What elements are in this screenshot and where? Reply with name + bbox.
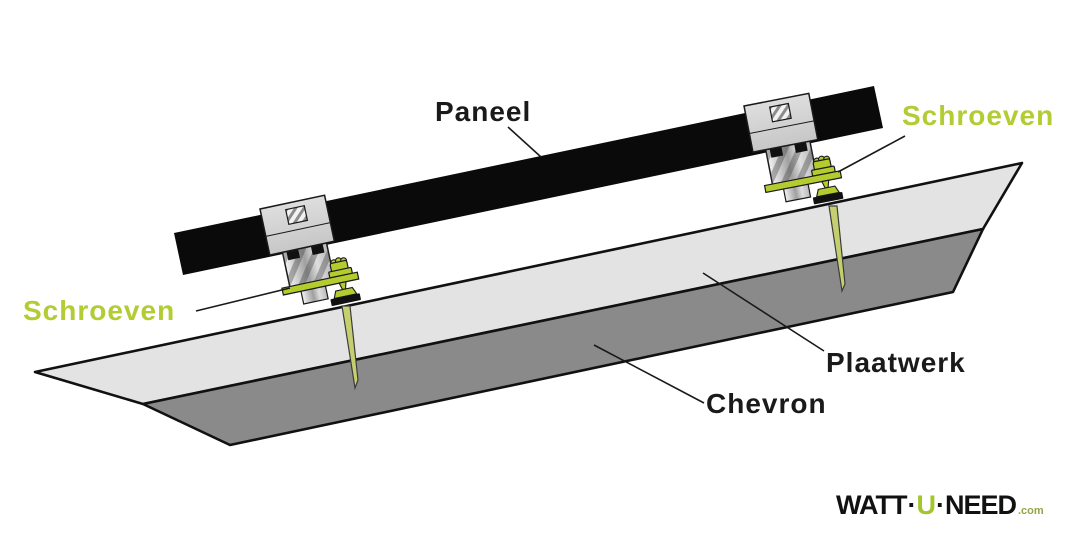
label-chevron: Chevron [706,388,827,419]
leader-line-schroeven-right [837,135,906,173]
screw-shaft-right [828,205,846,294]
leader-line-schroeven-left [195,287,291,312]
logo-separator: · [935,490,945,520]
leader-line-paneel [507,126,542,158]
panel-rail [174,86,883,275]
label-paneel: Paneel [435,96,532,127]
label-schroeven-right: Schroeven [902,100,1055,131]
logo-separator: · [907,490,916,520]
leader-line-plaatwerk [702,272,825,352]
label-schroeven-left: Schroeven [23,295,176,326]
watt-u-need-logo: WATT · U · NEED .com [836,490,1044,521]
logo-u: U [916,490,935,520]
label-plaatwerk: Plaatwerk [826,347,966,378]
screw-shaft-left [341,305,359,391]
logo-need: NEED [944,490,1017,520]
logo-tld: .com [1018,505,1044,517]
leader-line-chevron [593,344,705,404]
logo-watt: WATT [836,490,907,520]
chevron-band [141,227,985,447]
